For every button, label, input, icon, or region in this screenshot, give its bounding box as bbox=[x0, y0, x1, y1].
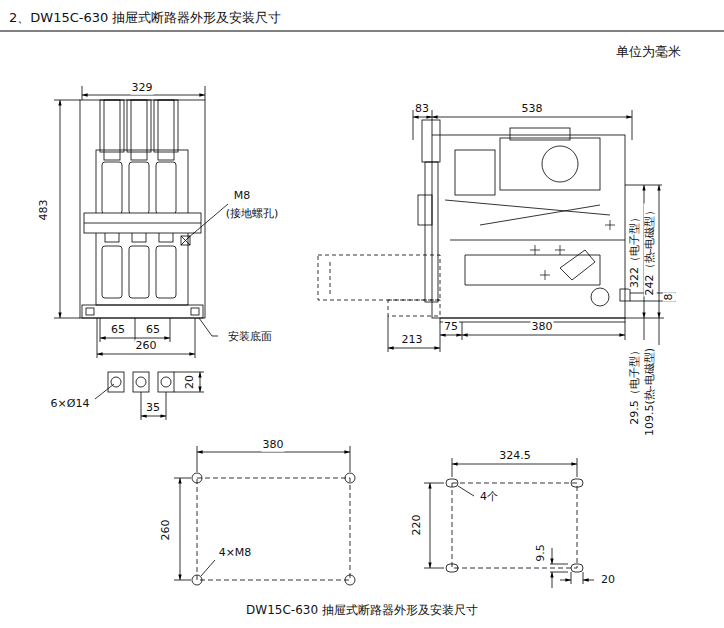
dimension-label: 单位为毫米 bbox=[615, 45, 682, 60]
dimension-label: 4个 bbox=[479, 491, 499, 504]
dimension-label: 329 bbox=[131, 82, 154, 95]
dimension-label: 380 bbox=[531, 321, 554, 334]
dimension-label: 483 bbox=[38, 199, 51, 222]
dimension-label: 20 bbox=[600, 574, 616, 587]
dimension-label: 29.5（电子型） bbox=[629, 344, 642, 426]
dimension-label: 538 bbox=[521, 103, 544, 116]
dimension-label: 65 bbox=[110, 324, 126, 337]
dimension-label: 109.5(热-电磁型) bbox=[644, 347, 657, 437]
caption: DW15C-630 抽屉式断路器外形及安装尺寸 bbox=[245, 604, 479, 618]
dimension-label: 242（热-电磁型） bbox=[644, 204, 657, 297]
dimension-label: 324.5 bbox=[498, 450, 532, 463]
dimension-label: M8 bbox=[233, 190, 252, 203]
dimension-label: 380 bbox=[262, 439, 285, 452]
dimension-label: 322（电子型） bbox=[629, 211, 642, 289]
title: 2、DW15C-630 抽屉式断路器外形及安装尺寸 bbox=[8, 11, 282, 26]
dimension-label: 213 bbox=[401, 334, 424, 347]
dimension-label: 9.5 bbox=[535, 543, 548, 563]
dimension-label: 220 bbox=[411, 514, 424, 537]
dimension-label: 8 bbox=[663, 293, 676, 302]
dimension-label: 35 bbox=[145, 402, 161, 415]
dimension-label: 260 bbox=[135, 340, 158, 353]
dimension-label: (接地螺孔) bbox=[225, 208, 280, 221]
dimension-label: 260 bbox=[160, 519, 173, 542]
dimension-label: 83 bbox=[414, 103, 430, 116]
dimension-label: 6×Ø14 bbox=[50, 398, 91, 411]
dimension-label: 20 bbox=[184, 374, 197, 390]
dimension-label: 75 bbox=[443, 321, 459, 334]
dimension-label: 安装底面 bbox=[227, 331, 273, 344]
dimension-label: 65 bbox=[145, 324, 161, 337]
dimension-label: 4×M8 bbox=[218, 547, 253, 560]
